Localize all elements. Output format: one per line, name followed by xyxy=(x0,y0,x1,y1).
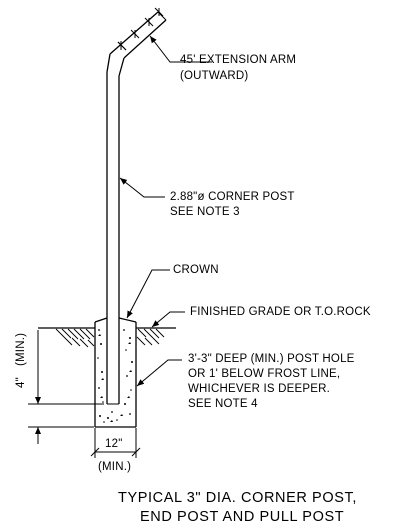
post-hole-line-4: SEE NOTE 4 xyxy=(188,398,258,410)
ground-line xyxy=(38,327,176,348)
post-hole-line-2: OR 1' BELOW FROST LINE, xyxy=(188,368,340,380)
post-hole-line-3: WHICHEVER IS DEEPER. xyxy=(188,383,330,395)
post-hole-line-1: 3'-3" DEEP (MIN.) POST HOLE xyxy=(188,353,355,365)
concrete-stipple xyxy=(97,329,133,423)
extension-arm-direction: (OUTWARD) xyxy=(180,70,248,82)
extension-arm-label: 45' EXTENSION ARM xyxy=(180,54,296,66)
depth-dimension-text: 4" (MIN.) xyxy=(15,333,27,388)
crown-label: CROWN xyxy=(173,264,219,276)
horizontal-dimension xyxy=(90,428,141,458)
drawing-title-line-2: END POST AND PULL POST xyxy=(140,509,344,525)
corner-post xyxy=(106,53,125,405)
drawing-title-line-1: TYPICAL 3" DIA. CORNER POST, xyxy=(118,490,357,506)
corner-post-note: SEE NOTE 3 xyxy=(170,206,240,218)
barbed-wire-marks xyxy=(117,7,164,51)
earth-hatching-right xyxy=(136,328,165,346)
width-dimension-qualifier: (MIN.) xyxy=(98,461,131,473)
earth-hatching-left xyxy=(55,328,95,348)
depth-dimension-value: 4" xyxy=(15,377,27,388)
width-dimension-value: 12" xyxy=(105,438,122,450)
finished-grade-label: FINISHED GRADE OR T.O.ROCK xyxy=(190,306,371,318)
concrete-footing xyxy=(94,317,137,428)
extension-arm xyxy=(109,7,167,59)
depth-dimension-qualifier: (MIN.) xyxy=(15,333,27,366)
leader-lines xyxy=(119,35,212,387)
corner-post-label: 2.88"ø CORNER POST xyxy=(170,191,295,203)
vertical-dimension xyxy=(28,330,104,444)
